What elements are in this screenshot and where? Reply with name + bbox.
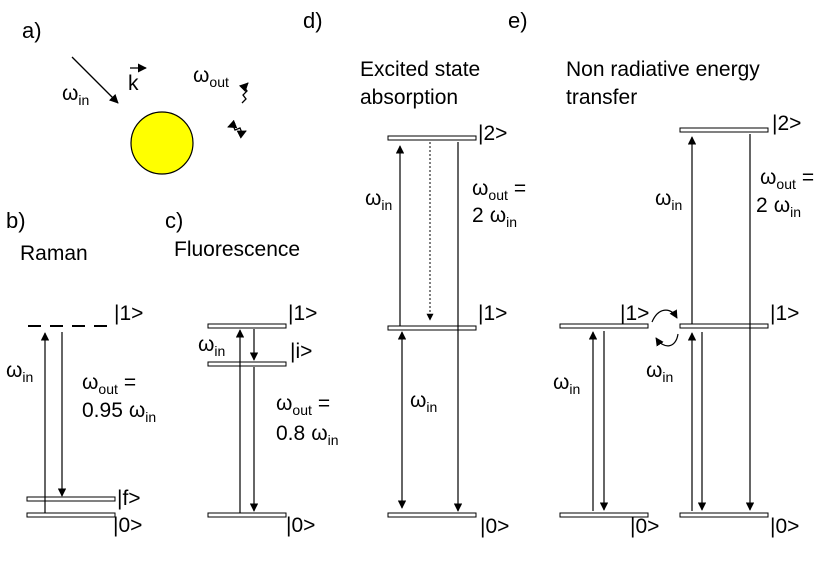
level-1-label: |1> — [288, 302, 317, 325]
omega-in-upper-label: ωin — [655, 187, 682, 213]
panel-b-letter: b) — [6, 208, 26, 233]
omega-out-label: ωout= — [82, 371, 136, 397]
level-1-bar — [387, 325, 477, 331]
panel-e-title-line2: transfer — [566, 86, 637, 109]
acceptor-level-1-bar — [679, 323, 769, 329]
incoming-beam-arrow — [71, 56, 119, 104]
particle-sphere — [130, 111, 194, 175]
transfer-curved-arrow-upper — [651, 309, 678, 323]
panel-c-letter: c) — [165, 208, 183, 233]
level-1-label: |1> — [114, 302, 143, 325]
level-0-label: |0> — [113, 514, 142, 537]
level-f-label: |f> — [117, 487, 141, 510]
omega-in-label: ωin — [198, 333, 225, 359]
panel-c: c) Fluorescence |1> |i> |0> ωin ωout= 0.… — [165, 208, 339, 537]
omega-in-symbol: ωin — [62, 82, 89, 108]
transfer-curved-arrow-lower — [655, 333, 679, 347]
level-f-bar — [26, 496, 116, 502]
omega-in-upper-label: ωin — [365, 187, 392, 213]
level-0-label: |0> — [286, 514, 315, 537]
panel-e: e) Non radiative energy transfer |2> |1>… — [508, 8, 814, 538]
level-1-label: |1> — [478, 302, 507, 325]
level-0-bar — [26, 512, 116, 518]
level-2-label: |2> — [478, 122, 507, 145]
panel-a-letter: a) — [22, 18, 42, 43]
level-0-bar — [207, 512, 287, 518]
omega-in-transfer-label: ωin — [646, 359, 673, 385]
panel-d-title-line2: absorption — [360, 86, 458, 109]
wavevector-label: k — [128, 72, 139, 95]
omega-in-label: ωin — [6, 359, 33, 385]
panel-e-letter: e) — [508, 8, 528, 33]
acceptor-level-2-bar — [679, 127, 769, 133]
acceptor-level-0-bar — [679, 512, 769, 518]
panel-c-title: Fluorescence — [174, 238, 300, 261]
omega-out-label: ωout= — [472, 177, 526, 203]
acceptor-level-1-label: |1> — [770, 302, 799, 325]
panel-d-title-line1: Excited state — [360, 58, 480, 81]
panel-d: d) Excited state absorption |2> |1> |0> … — [303, 8, 526, 538]
level-i-bar — [207, 361, 287, 367]
omega-out-label: ωout= — [760, 166, 814, 192]
scattered-wave-arrow-1 — [238, 82, 249, 104]
panel-e-title-line1: Non radiative energy — [566, 58, 760, 81]
level-1-bar — [207, 323, 287, 329]
donor-level-0-label: |0> — [630, 515, 659, 538]
level-0-bar — [387, 512, 477, 518]
panel-d-letter: d) — [303, 8, 323, 33]
scattered-wave-arrow-2 — [227, 119, 247, 139]
acceptor-level-0-label: |0> — [770, 515, 799, 538]
panel-a: a) ωin k ωout — [22, 18, 249, 175]
level-2-bar — [387, 135, 477, 141]
omega-out-symbol: ωout — [193, 64, 229, 90]
donor-level-1-bar — [559, 323, 649, 329]
level-i-label: |i> — [290, 340, 312, 363]
omega-in-donor-label: ωin — [553, 371, 580, 397]
panel-b-title: Raman — [20, 242, 88, 265]
omega-in-lower-label: ωin — [410, 389, 437, 415]
level-0-label: |0> — [480, 515, 509, 538]
omega-out-label: ωout= — [276, 392, 330, 418]
donor-level-0-bar — [559, 512, 649, 518]
donor-level-1-label: |1> — [620, 302, 649, 325]
acceptor-level-2-label: |2> — [772, 112, 801, 135]
